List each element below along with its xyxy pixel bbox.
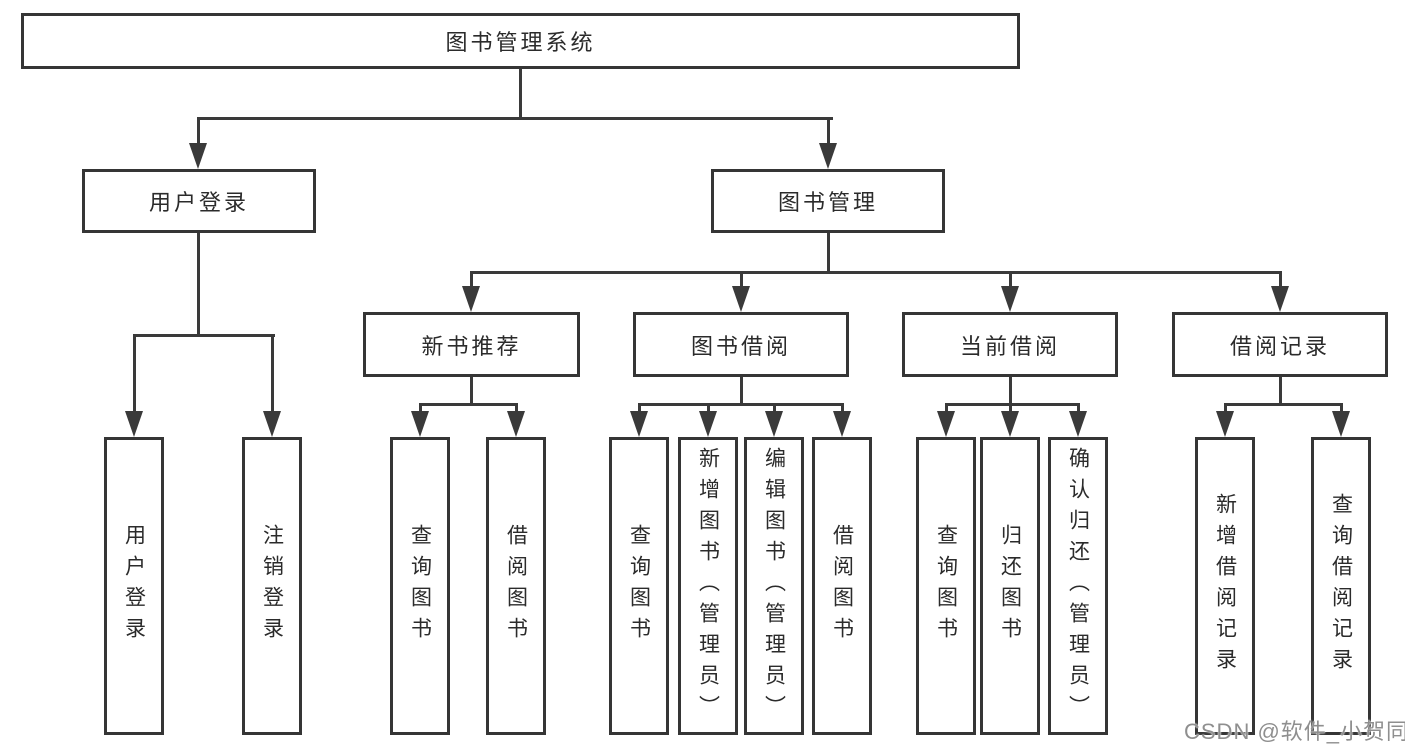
arrow-down-icon xyxy=(833,411,851,437)
leaf-br-query-record: 查询借阅记录 xyxy=(1311,437,1371,735)
leaf-bb-query-books: 查询图书 xyxy=(609,437,669,735)
connector-line xyxy=(1340,403,1343,415)
connector-line xyxy=(707,403,710,415)
node-current-borrow: 当前借阅 xyxy=(902,312,1118,377)
leaf-label: 编辑图书（管理员） xyxy=(762,446,786,726)
node-label: 用户登录 xyxy=(148,190,249,215)
arrow-down-icon xyxy=(765,411,783,437)
node-new-book-recommend: 新书推荐 xyxy=(363,312,580,377)
arrow-down-icon xyxy=(462,286,480,312)
connector-line xyxy=(638,403,641,415)
connector-line xyxy=(740,271,743,292)
arrow-down-icon xyxy=(1001,411,1019,437)
node-label: 图书借阅 xyxy=(690,333,791,359)
connector-line xyxy=(470,271,1282,274)
node-label: 图书管理 xyxy=(777,190,878,215)
leaf-label: 借阅图书 xyxy=(830,524,854,648)
leaf-br-add-record: 新增借阅记录 xyxy=(1195,437,1255,735)
leaf-label: 查询图书 xyxy=(627,524,651,648)
node-label: 借阅记录 xyxy=(1229,333,1330,359)
leaf-label: 注销登录 xyxy=(260,524,284,648)
leaf-nb-query-books: 查询图书 xyxy=(390,437,450,735)
connector-line xyxy=(197,233,200,337)
node-borrow-records: 借阅记录 xyxy=(1172,312,1388,377)
leaf-label: 查询借阅记录 xyxy=(1329,493,1353,679)
connector-line xyxy=(827,117,830,152)
connector-line xyxy=(740,377,743,406)
connector-line xyxy=(271,334,274,414)
arrow-down-icon xyxy=(1271,286,1289,312)
connector-line xyxy=(515,403,518,415)
arrow-down-icon xyxy=(125,411,143,437)
connector-line xyxy=(773,403,776,415)
arrow-down-icon xyxy=(411,411,429,437)
leaf-logout: 注销登录 xyxy=(242,437,302,735)
leaf-label: 用户登录 xyxy=(122,524,146,648)
node-book-management: 图书管理 xyxy=(711,169,945,233)
arrow-down-icon xyxy=(1216,411,1234,437)
connector-line xyxy=(1009,377,1012,406)
connector-line xyxy=(945,403,1080,406)
connector-line xyxy=(419,403,422,415)
connector-line xyxy=(197,117,200,152)
leaf-label: 归还图书 xyxy=(998,524,1022,648)
connector-line xyxy=(827,233,830,274)
arrow-down-icon xyxy=(732,286,750,312)
watermark: CSDN @软件_小贺同学 xyxy=(1184,719,1405,744)
connector-line xyxy=(1009,271,1012,292)
leaf-cb-return-books: 归还图书 xyxy=(980,437,1040,735)
connector-line xyxy=(1224,403,1343,406)
connector-line xyxy=(519,69,522,120)
arrow-down-icon xyxy=(1332,411,1350,437)
node-label: 当前借阅 xyxy=(959,333,1060,359)
leaf-bb-edit-books-admin: 编辑图书（管理员） xyxy=(744,437,804,735)
connector-line xyxy=(419,403,518,406)
arrow-down-icon xyxy=(699,411,717,437)
arrow-down-icon xyxy=(263,411,281,437)
connector-line xyxy=(1279,377,1282,406)
connector-line xyxy=(1077,403,1080,415)
node-library-system: 图书管理系统 xyxy=(21,13,1020,69)
node-user-login: 用户登录 xyxy=(82,169,316,233)
leaf-label: 新增借阅记录 xyxy=(1213,493,1237,679)
connector-line xyxy=(133,334,275,337)
connector-line xyxy=(945,403,948,415)
leaf-cb-confirm-return-admin: 确认归还（管理员） xyxy=(1048,437,1108,735)
leaf-user-login: 用户登录 xyxy=(104,437,164,735)
arrow-down-icon xyxy=(819,143,837,169)
leaf-nb-borrow-books: 借阅图书 xyxy=(486,437,546,735)
connector-line xyxy=(841,403,844,415)
connector-line xyxy=(133,334,136,414)
connector-line xyxy=(1224,403,1227,415)
arrow-down-icon xyxy=(630,411,648,437)
connector-line xyxy=(197,117,833,120)
node-book-borrow: 图书借阅 xyxy=(633,312,849,377)
leaf-label: 查询图书 xyxy=(408,524,432,648)
leaf-label: 新增图书（管理员） xyxy=(696,446,720,726)
leaf-label: 确认归还（管理员） xyxy=(1066,446,1090,726)
arrow-down-icon xyxy=(937,411,955,437)
connector-line xyxy=(470,271,473,292)
leaf-label: 借阅图书 xyxy=(504,524,528,648)
node-label: 图书管理系统 xyxy=(445,30,596,55)
arrow-down-icon xyxy=(1069,411,1087,437)
connector-line xyxy=(1009,403,1012,415)
leaf-label: 查询图书 xyxy=(934,524,958,648)
connector-line xyxy=(638,403,844,406)
leaf-bb-add-books-admin: 新增图书（管理员） xyxy=(678,437,738,735)
leaf-bb-borrow-books: 借阅图书 xyxy=(812,437,872,735)
arrow-down-icon xyxy=(189,143,207,169)
leaf-cb-query-books: 查询图书 xyxy=(916,437,976,735)
connector-line xyxy=(470,377,473,406)
node-label: 新书推荐 xyxy=(421,333,522,359)
arrow-down-icon xyxy=(1001,286,1019,312)
arrow-down-icon xyxy=(507,411,525,437)
connector-line xyxy=(1279,271,1282,292)
